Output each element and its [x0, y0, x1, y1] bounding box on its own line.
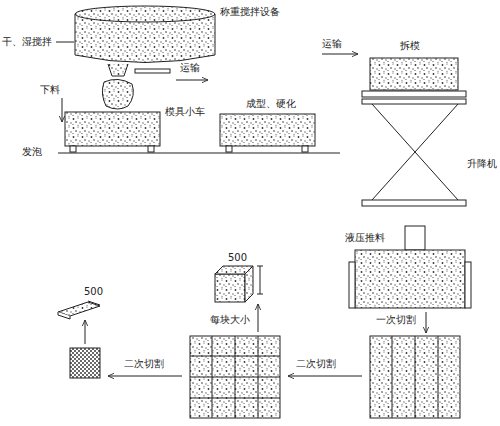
process-label: 模具小车 [165, 106, 205, 118]
process-label: 成型、硬化 [246, 98, 296, 110]
process-label: 发泡 [22, 146, 42, 158]
process-label: 称重搅拌设备 [220, 6, 280, 18]
process-label: 运输 [180, 62, 200, 74]
process-label: 二次切割 [124, 358, 164, 370]
process-label: 升降机 [467, 158, 497, 170]
process-label: 干、湿搅拌 [2, 36, 52, 48]
process-label: 二次切割 [296, 358, 336, 370]
process-label: 500 [84, 286, 103, 298]
process-label: 每块大小 [210, 314, 250, 326]
process-label: 500 [228, 252, 247, 264]
process-label: 运输 [322, 38, 342, 50]
process-label: 拆模 [400, 40, 420, 52]
process-label: 液压推料 [345, 232, 385, 244]
process-label: 一次切割 [376, 314, 416, 326]
process-label: 下料 [40, 84, 60, 96]
